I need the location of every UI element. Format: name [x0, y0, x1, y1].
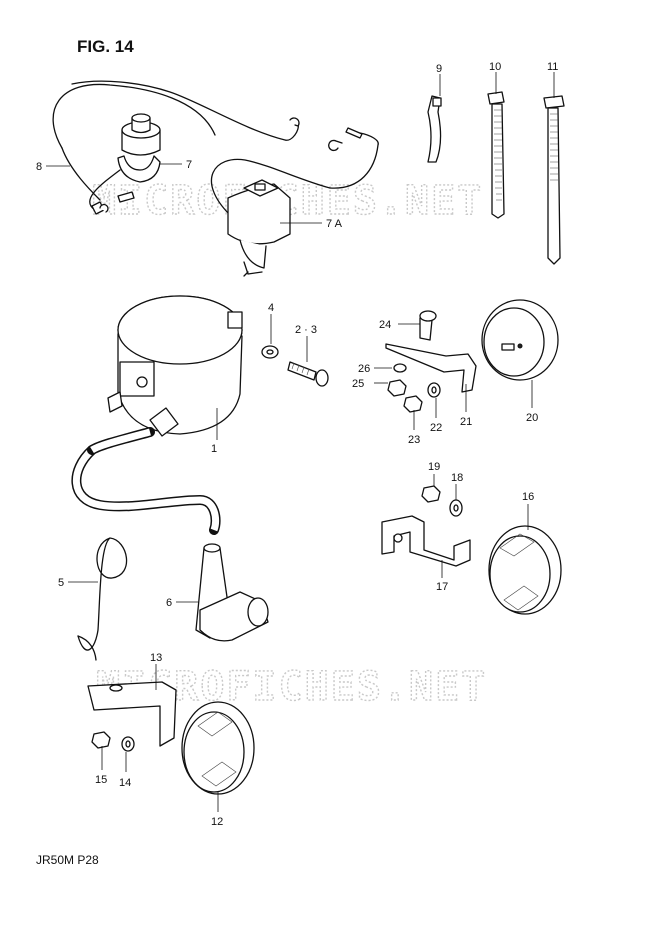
- label-part-7: 7: [186, 159, 192, 171]
- washer-part-14: [121, 736, 135, 752]
- label-part-23: 23: [408, 434, 420, 446]
- footer-code: JR50M P28: [36, 853, 99, 867]
- label-part-17: 17: [436, 581, 448, 593]
- reflector-part-20: [481, 299, 559, 381]
- label-part-18: 18: [451, 472, 463, 484]
- spacer-part-26: [393, 363, 407, 373]
- label-part-1: 1: [211, 443, 217, 455]
- label-part-22: 22: [430, 422, 442, 434]
- stop-switch-part-7: [52, 80, 300, 215]
- cable-tie-part-11: [543, 95, 565, 265]
- reflector-part-12: [181, 701, 255, 795]
- bracket-part-21: [385, 343, 477, 393]
- wire-clip-part-5: [77, 537, 128, 661]
- label-part-21: 21: [460, 416, 472, 428]
- label-part-10: 10: [489, 61, 501, 73]
- label-part-11: 11: [547, 61, 558, 73]
- part-labels: 1 2 · 3 4 5 6 7 7 A 8 9 10 11 12 13 14 1…: [36, 61, 558, 828]
- label-part-24: 24: [379, 319, 391, 331]
- label-part-2-3: 2 · 3: [295, 324, 317, 336]
- figure-title: FIG. 14: [77, 37, 134, 56]
- bracket-part-17: [381, 515, 471, 567]
- screw-part-2-3: [287, 361, 329, 387]
- label-part-15: 15: [95, 774, 107, 786]
- label-part-4: 4: [268, 302, 274, 314]
- label-part-13: 13: [150, 652, 162, 664]
- label-part-14: 14: [119, 777, 131, 789]
- label-part-12: 12: [211, 816, 223, 828]
- label-part-5: 5: [58, 577, 64, 589]
- label-part-7a: 7 A: [326, 218, 343, 230]
- label-part-8: 8: [36, 161, 42, 173]
- reflector-part-16: [488, 525, 562, 615]
- clamp-part-9: [427, 95, 442, 163]
- nut-part-15: [91, 731, 111, 749]
- label-part-26: 26: [358, 363, 370, 375]
- label-part-25: 25: [352, 378, 364, 390]
- cable-tie-part-10: [487, 91, 505, 219]
- nut-part-19: [421, 485, 441, 503]
- label-part-16: 16: [522, 491, 534, 503]
- kill-switch-part-7a: [210, 127, 379, 277]
- washer-part-18: [449, 499, 463, 517]
- washer-part-22: [427, 382, 441, 398]
- washer-part-4: [261, 345, 279, 359]
- plug-cap-part-6: [195, 543, 269, 642]
- label-part-20: 20: [526, 412, 538, 424]
- label-part-19: 19: [428, 461, 440, 473]
- ignition-coil-part-1: [71, 295, 243, 535]
- nut-part-23: [403, 395, 423, 413]
- bolt-part-24: [419, 310, 437, 341]
- label-part-9: 9: [436, 63, 442, 75]
- bracket-part-13: [87, 681, 177, 747]
- label-part-6: 6: [166, 597, 172, 609]
- nut-part-25: [387, 379, 407, 397]
- leader-lines: [46, 72, 555, 812]
